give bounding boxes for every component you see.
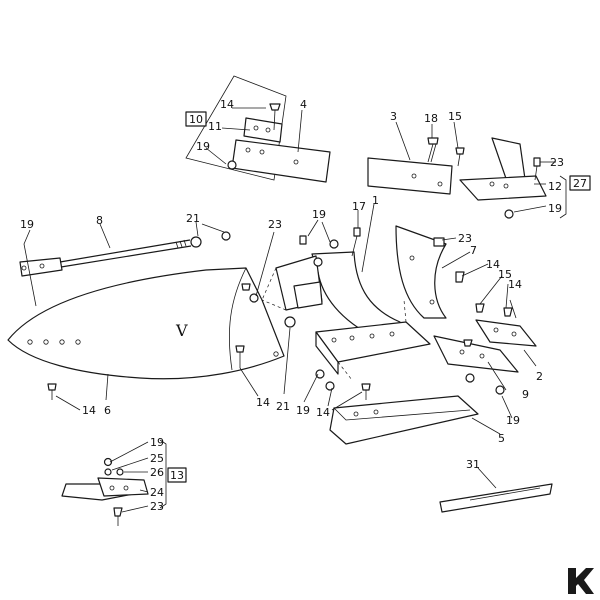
- label-part-19-13: 19: [150, 436, 164, 449]
- brand-logo-icon: [568, 568, 594, 594]
- group-boxes: 10 13 27: [167, 111, 591, 483]
- label-part-12: 12: [548, 180, 562, 193]
- label-part-19-rod: 19: [20, 218, 34, 231]
- part-number-labels: 1 2 3 4 5 6 7 8 9 11 12 14 14 14 14 14 1…: [20, 98, 564, 513]
- label-part-31: 31: [466, 458, 480, 471]
- group-box-10: [185, 111, 207, 127]
- label-part-4: 4: [300, 98, 307, 111]
- group-13-skim-point: [61, 457, 149, 526]
- label-part-5: 5: [498, 432, 505, 445]
- group-27-part-12: [459, 137, 547, 219]
- label-part-14-mouldboard: 14: [82, 404, 96, 417]
- label-part-14-top: 14: [220, 98, 234, 111]
- label-part-19-frog: 19: [312, 208, 326, 221]
- group-label-13: 13: [170, 469, 184, 482]
- base-plate: [315, 299, 431, 400]
- label-part-11: 11: [208, 120, 222, 133]
- part-5-share: [329, 395, 479, 445]
- label-part-19-27: 19: [548, 202, 562, 215]
- label-part-3: 3: [390, 110, 397, 123]
- label-part-9: 9: [522, 388, 529, 401]
- part-7-shin: [395, 225, 465, 319]
- label-part-23-13: 23: [150, 500, 164, 513]
- label-part-15-heel: 15: [498, 268, 512, 281]
- label-part-19-top: 19: [196, 140, 210, 153]
- group-label-27: 27: [573, 177, 587, 190]
- part-8-stay-rod: [19, 231, 231, 277]
- label-part-19-heel: 19: [506, 414, 520, 427]
- part-6-mouldboard: [7, 267, 285, 400]
- group-label-10: 10: [189, 113, 203, 126]
- label-part-21-top: 21: [186, 212, 200, 225]
- part-1-frog: [261, 227, 403, 339]
- label-part-23-27: 23: [550, 156, 564, 169]
- part-9-landside: [433, 303, 537, 395]
- label-part-21-center: 21: [276, 400, 290, 413]
- label-part-24: 24: [150, 486, 164, 499]
- label-part-23-shin: 23: [458, 232, 472, 245]
- label-part-1: 1: [372, 194, 379, 207]
- group-box-27: [569, 175, 591, 191]
- label-part-14-shin: 14: [486, 258, 500, 271]
- label-part-15-top: 15: [448, 110, 462, 123]
- leader-lines: [23, 107, 567, 513]
- group-box-13: [167, 467, 187, 483]
- label-part-2: 2: [536, 370, 543, 383]
- label-part-6: 6: [104, 404, 111, 417]
- label-part-18: 18: [424, 112, 438, 125]
- label-part-25: 25: [150, 452, 164, 465]
- label-part-17: 17: [352, 200, 366, 213]
- label-part-19-base: 19: [296, 404, 310, 417]
- label-part-7: 7: [470, 244, 477, 257]
- part-31-blade: [439, 483, 553, 513]
- mouldboard-letter: V: [175, 321, 188, 340]
- label-part-26: 26: [150, 466, 164, 479]
- label-part-14-base: 14: [316, 406, 330, 419]
- label-part-8: 8: [96, 214, 103, 227]
- label-part-23-top: 23: [268, 218, 282, 231]
- label-part-14-center: 14: [256, 396, 270, 409]
- part-3-plate: [367, 137, 465, 195]
- label-part-14-heel: 14: [508, 278, 522, 291]
- group-10-bracket: [185, 75, 331, 183]
